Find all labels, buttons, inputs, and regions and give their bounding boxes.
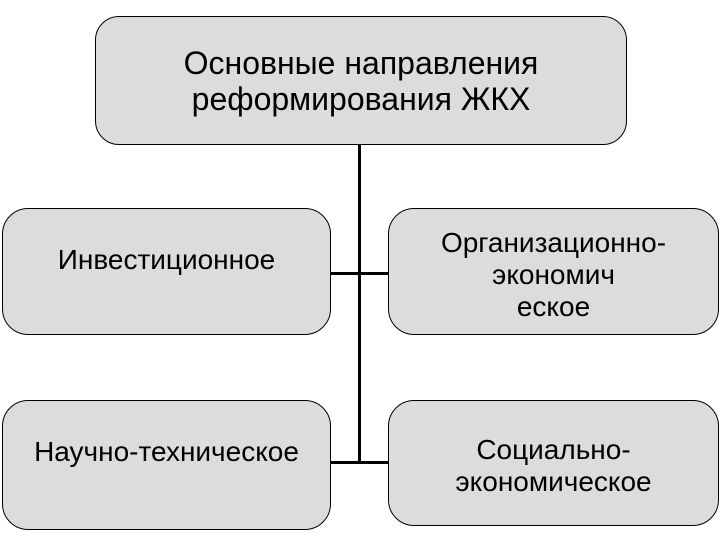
node-main-directions-label: Основные направления реформирования ЖКХ	[183, 44, 539, 117]
node-main-directions: Основные направления реформирования ЖКХ	[95, 16, 627, 145]
node-investment: Инвестиционное	[2, 208, 331, 335]
connector-branch-bottom	[331, 461, 388, 464]
node-organizational-economic: Организационно-экономич еское	[388, 208, 719, 335]
node-scientific-technical-label: Научно-техническое	[34, 436, 299, 467]
node-organizational-economic-label: Организационно-экономич еское	[440, 227, 667, 322]
node-scientific-technical: Научно-техническое	[2, 400, 331, 530]
node-social-economic: Социально-экономическое	[388, 400, 719, 526]
node-investment-label: Инвестиционное	[57, 244, 276, 275]
connector-trunk-vertical	[358, 144, 361, 464]
node-social-economic-label: Социально-экономическое	[455, 434, 652, 497]
connector-branch-middle	[331, 272, 388, 275]
